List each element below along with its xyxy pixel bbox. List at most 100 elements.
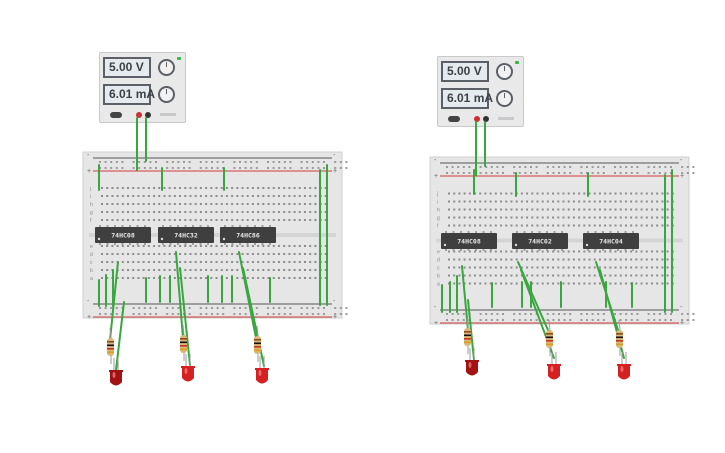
led-body[interactable] <box>256 368 268 384</box>
rail-hole <box>462 319 465 321</box>
led-body[interactable] <box>618 364 630 380</box>
chip-pin <box>269 243 271 245</box>
chip-pin <box>129 243 131 245</box>
rail-hole <box>614 166 616 168</box>
chip-body[interactable] <box>158 227 214 243</box>
terminal-hole <box>588 192 591 195</box>
terminal-hole <box>474 250 477 253</box>
rail-hole <box>563 166 566 168</box>
rail-hole <box>121 167 124 169</box>
terminal-hole <box>484 258 487 261</box>
terminal-hole <box>246 187 249 189</box>
chip-body[interactable] <box>583 233 639 249</box>
terminal-hole <box>220 187 223 189</box>
terminal-hole <box>650 216 653 219</box>
terminal-hole <box>520 258 523 261</box>
terminal-hole <box>541 274 544 277</box>
terminal-hole <box>624 200 627 203</box>
row-letter: f <box>90 218 92 224</box>
terminal-hole <box>484 274 487 277</box>
resistor-body[interactable] <box>616 330 623 348</box>
rail-hole <box>345 313 348 315</box>
terminal-hole <box>163 261 166 263</box>
chip-pin <box>169 243 172 245</box>
negative-terminal[interactable] <box>136 112 142 118</box>
terminal-hole <box>236 203 239 205</box>
resistor-body[interactable] <box>180 335 187 353</box>
rail-hole <box>681 172 684 174</box>
chip-body[interactable] <box>220 227 276 243</box>
terminal-hole <box>448 192 450 195</box>
resistor-band <box>180 348 187 351</box>
led-body[interactable] <box>548 364 560 380</box>
terminal-hole <box>468 274 471 277</box>
resistor-band <box>464 341 471 344</box>
resistor-body[interactable] <box>546 330 553 348</box>
terminal-hole <box>121 253 124 255</box>
rail-hole <box>323 167 325 169</box>
chip-body[interactable] <box>441 233 497 249</box>
power-supply-left[interactable]: 5.00 V 6.01 mA <box>99 52 186 123</box>
terminal-hole <box>251 261 254 263</box>
terminal-hole <box>604 266 607 269</box>
terminal-hole <box>303 203 306 205</box>
chip-pin <box>184 225 187 227</box>
terminal-hole <box>106 277 109 279</box>
terminal-hole <box>609 192 612 195</box>
terminal-hole <box>324 269 327 271</box>
rail-hole <box>681 319 684 321</box>
power-switch[interactable] <box>110 112 122 118</box>
rail-hole <box>239 161 241 163</box>
rail-hole <box>546 172 549 174</box>
terminal-hole <box>194 245 197 247</box>
terminal-hole <box>474 208 477 211</box>
resistor-body[interactable] <box>464 328 471 346</box>
terminal-hole <box>288 187 291 189</box>
voltage-knob[interactable] <box>496 63 513 80</box>
current-knob[interactable] <box>158 86 175 103</box>
rail-hole <box>216 161 219 163</box>
rail-hole <box>658 319 661 321</box>
negative-terminal[interactable] <box>474 116 480 122</box>
chip-pin <box>231 225 234 227</box>
positive-terminal[interactable] <box>483 116 489 122</box>
terminal-hole <box>106 245 109 247</box>
led-body[interactable] <box>466 360 478 376</box>
positive-terminal[interactable] <box>145 112 151 118</box>
chip-body[interactable] <box>512 233 568 249</box>
chip-body[interactable] <box>95 227 151 243</box>
terminal-hole <box>484 224 487 227</box>
resistor-body[interactable] <box>107 338 114 356</box>
row-letter: c <box>437 266 440 272</box>
terminal-hole <box>494 274 497 277</box>
terminal-hole <box>635 266 638 269</box>
terminal-hole <box>257 245 260 247</box>
current-knob[interactable] <box>496 90 513 107</box>
rail-hole <box>513 313 516 315</box>
terminal-hole <box>650 200 653 203</box>
terminal-hole <box>567 208 570 211</box>
terminal-hole <box>640 192 643 195</box>
terminal-hole <box>220 269 223 271</box>
power-supply-right[interactable]: 5.00 V 6.01 mA <box>437 56 524 127</box>
rail-hole <box>283 167 286 169</box>
terminal-hole <box>645 208 648 211</box>
rail-symbol: - <box>87 152 90 159</box>
terminal-hole <box>246 203 249 205</box>
resistor-body[interactable] <box>254 336 261 354</box>
led-body[interactable] <box>182 366 194 382</box>
rail-hole <box>188 307 191 309</box>
terminal-hole <box>562 250 565 253</box>
terminal-hole <box>225 203 228 205</box>
terminal-hole <box>515 274 518 277</box>
power-switch[interactable] <box>448 116 460 122</box>
row-letter: d <box>90 252 93 258</box>
voltage-knob[interactable] <box>158 59 175 76</box>
terminal-hole <box>246 195 249 197</box>
terminal-hole <box>173 253 176 255</box>
terminal-hole <box>630 192 633 195</box>
led-body[interactable] <box>110 370 122 386</box>
terminal-hole <box>106 211 109 213</box>
chip-pin <box>246 243 249 245</box>
